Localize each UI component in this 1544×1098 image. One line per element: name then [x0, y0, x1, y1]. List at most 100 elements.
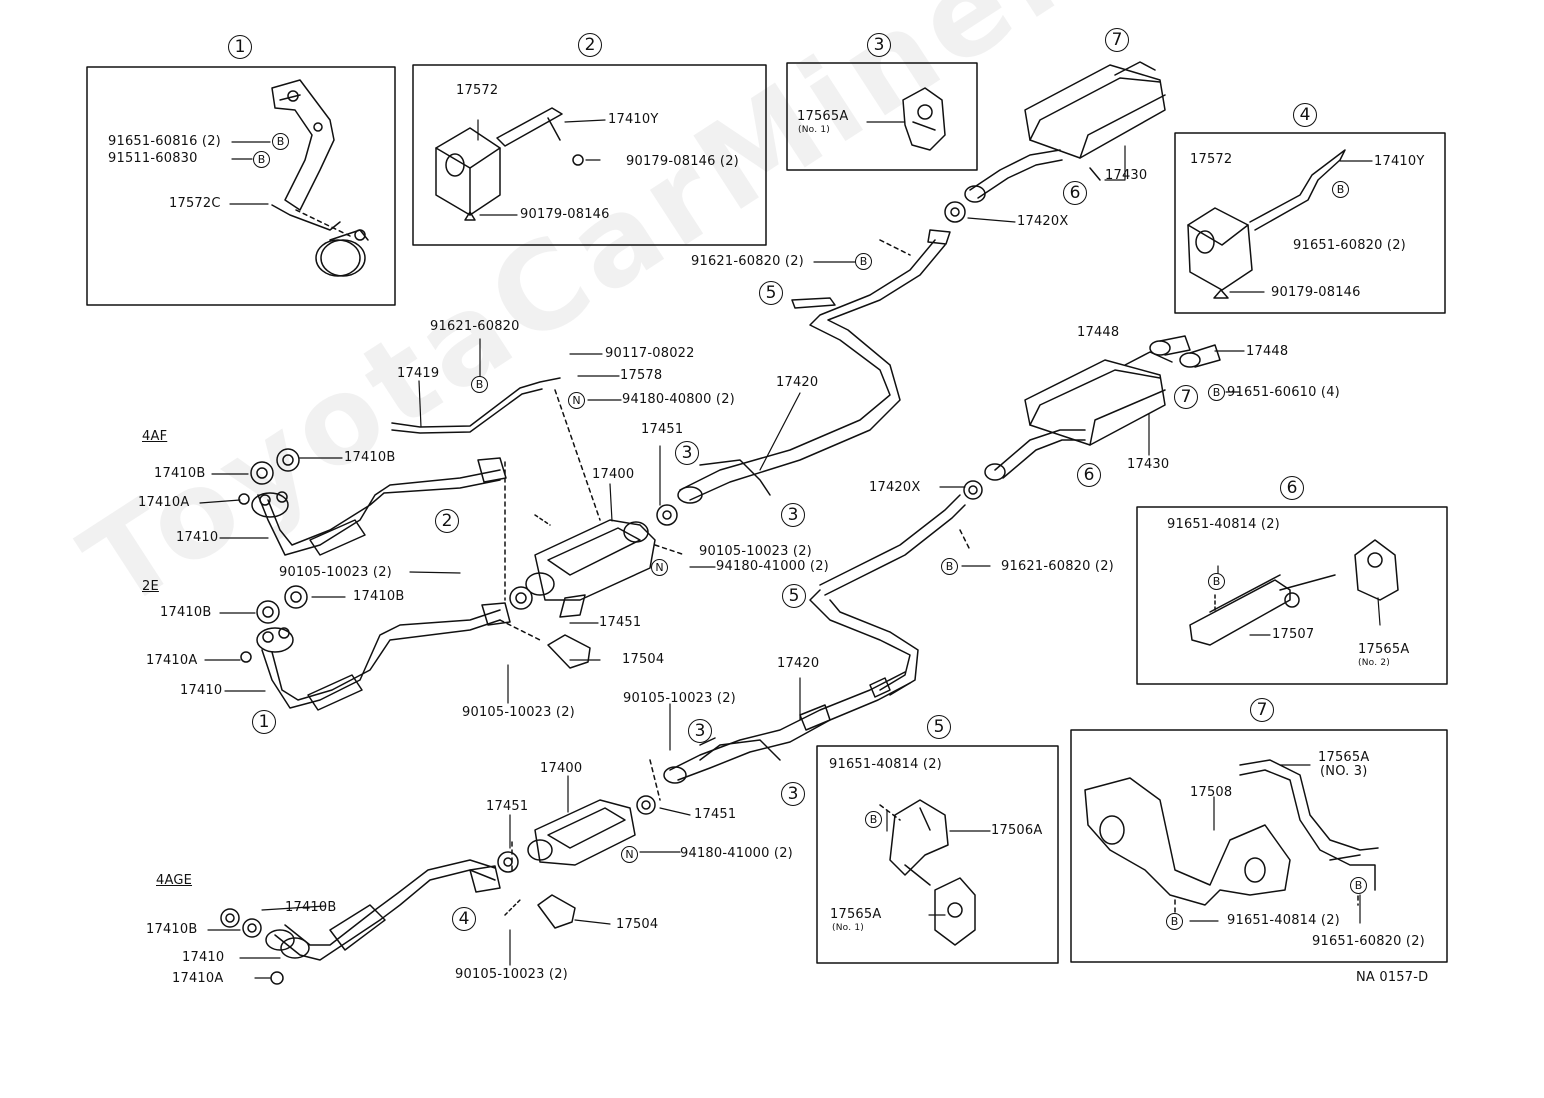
part-label-hanger: 17565A	[797, 109, 849, 124]
part-label-94180-41000: 94180-41000 (2)	[680, 846, 793, 861]
part-label-90105-10023: 90105-10023 (2)	[462, 705, 575, 720]
part-label-bracket: 17508	[1190, 785, 1233, 800]
part-label-94180-40800: 94180-40800 (2)	[622, 392, 735, 407]
leader-lines	[200, 120, 1380, 978]
part-label-17410b: 17410B	[285, 900, 337, 915]
callout-5-inset-title: 5	[927, 715, 951, 739]
part-label-bolt: 17410Y	[1374, 154, 1425, 169]
part-label-17419: 17419	[397, 366, 440, 381]
bracket-17507-drawing	[1190, 540, 1398, 645]
part-label-17410b: 17410B	[160, 605, 212, 620]
part-label-17430: 17430	[1105, 168, 1148, 183]
part-label-bolt: 91651-60820 (2)	[1312, 934, 1425, 949]
part-label-17410: 17410	[180, 683, 223, 698]
part-label-17451: 17451	[486, 799, 529, 814]
mount-17572-drawing-2	[1188, 150, 1345, 298]
part-label-hanger-note: (No. 2)	[1358, 658, 1390, 668]
mark-b: B	[855, 253, 872, 270]
part-label-17410a: 17410A	[138, 495, 190, 510]
part-label-17400: 17400	[540, 761, 583, 776]
part-label-17420x: 17420X	[1017, 214, 1069, 229]
inset-box-1	[87, 67, 395, 305]
callout-7-mid: 7	[1174, 385, 1198, 409]
part-label-hanger: 17565A	[830, 907, 882, 922]
mark-n: N	[621, 846, 638, 863]
part-label-hanger: 17565A	[1358, 642, 1410, 657]
callout-2-inset-title: 2	[578, 33, 602, 57]
part-label-17410a: 17410A	[146, 653, 198, 668]
lower-exhaust-drawing	[221, 672, 910, 984]
inset-box-5	[817, 746, 1058, 963]
part-label-bracket: 17572C	[169, 196, 221, 211]
part-label-mount: 17572	[1190, 152, 1233, 167]
part-label-17410b: 17410B	[154, 466, 206, 481]
callout-6-top: 6	[1063, 181, 1087, 205]
mark-b: B	[253, 151, 270, 168]
inset-box-3	[787, 63, 977, 170]
part-label-nut: 90179-08146	[520, 207, 610, 222]
callout-2-pipe: 2	[435, 509, 459, 533]
part-label-90105-10023: 90105-10023 (2)	[623, 691, 736, 706]
part-label-17410b: 17410B	[353, 589, 405, 604]
part-label-91621-60820: 91621-60820 (2)	[1001, 559, 1114, 574]
mount-17572-drawing	[436, 108, 583, 220]
engine-group-4age: 4AGE	[156, 873, 193, 888]
inset-box-7	[1071, 730, 1447, 962]
part-label-17420: 17420	[776, 375, 819, 390]
part-label-94180-41000: 94180-41000 (2)	[716, 559, 829, 574]
engine-group-2e: 2E	[142, 579, 159, 594]
callout-3-a: 3	[675, 441, 699, 465]
part-label-91621-60820: 91621-60820 (2)	[691, 254, 804, 269]
mark-b: B	[865, 811, 882, 828]
part-label-17410b: 17410B	[344, 450, 396, 465]
mark-n: N	[568, 392, 585, 409]
figure-code: NA 0157-D	[1356, 970, 1429, 985]
part-label-hanger-note: (NO. 3)	[1320, 764, 1368, 779]
callout-7-top: 7	[1105, 28, 1129, 52]
mark-b: B	[1350, 877, 1367, 894]
part-label-bolt: 91651-40814 (2)	[1227, 913, 1340, 928]
callout-3-c: 3	[688, 719, 712, 743]
part-label-17410a: 17410A	[172, 971, 224, 986]
callout-1-pipe: 1	[252, 710, 276, 734]
part-label-bolt: 91651-60820 (2)	[1293, 238, 1406, 253]
mark-b: B	[272, 133, 289, 150]
mark-n: N	[651, 559, 668, 576]
part-label-17400: 17400	[592, 467, 635, 482]
callout-3-d: 3	[781, 782, 805, 806]
part-label-90105-10023: 90105-10023 (2)	[699, 544, 812, 559]
bracket-17508-drawing	[1085, 760, 1378, 915]
part-label-17504: 17504	[616, 917, 659, 932]
part-label-17448: 17448	[1077, 325, 1120, 340]
inset-box-6	[1137, 507, 1447, 684]
part-label-17420: 17420	[777, 656, 820, 671]
part-label-17410: 17410	[182, 950, 225, 965]
part-label-hanger: 17565A	[1318, 750, 1370, 765]
callout-7-inset-title: 7	[1250, 698, 1274, 722]
part-label-17430: 17430	[1127, 457, 1170, 472]
part-label-17410: 17410	[176, 530, 219, 545]
callout-5-mid: 5	[782, 584, 806, 608]
part-label-bolt: 17410Y	[608, 112, 659, 127]
part-label-bolt: 91651-60816 (2)	[108, 134, 221, 149]
callout-5-top: 5	[759, 281, 783, 305]
part-label-hanger-note: (No. 1)	[798, 125, 830, 135]
mark-b: B	[1166, 913, 1183, 930]
part-label-90105-10023: 90105-10023 (2)	[455, 967, 568, 982]
callout-4-pipe: 4	[452, 907, 476, 931]
part-label-mount: 17572	[456, 83, 499, 98]
callout-6-mid: 6	[1077, 463, 1101, 487]
engine-group-4af: 4AF	[142, 429, 168, 444]
bracket-17572c-drawing	[272, 80, 368, 276]
part-label-nut: 91511-60830	[108, 151, 198, 166]
callout-4-inset-title: 4	[1293, 103, 1317, 127]
part-label-nut: 90179-08146	[1271, 285, 1361, 300]
inset-box-2	[413, 65, 766, 245]
callout-3-b: 3	[781, 503, 805, 527]
mark-b: B	[1208, 384, 1225, 401]
part-label-bolt: 91651-40814 (2)	[829, 757, 942, 772]
clamp-17504-lower	[538, 895, 575, 928]
clamp-17504-upper	[548, 635, 590, 668]
part-label-17578: 17578	[620, 368, 663, 383]
